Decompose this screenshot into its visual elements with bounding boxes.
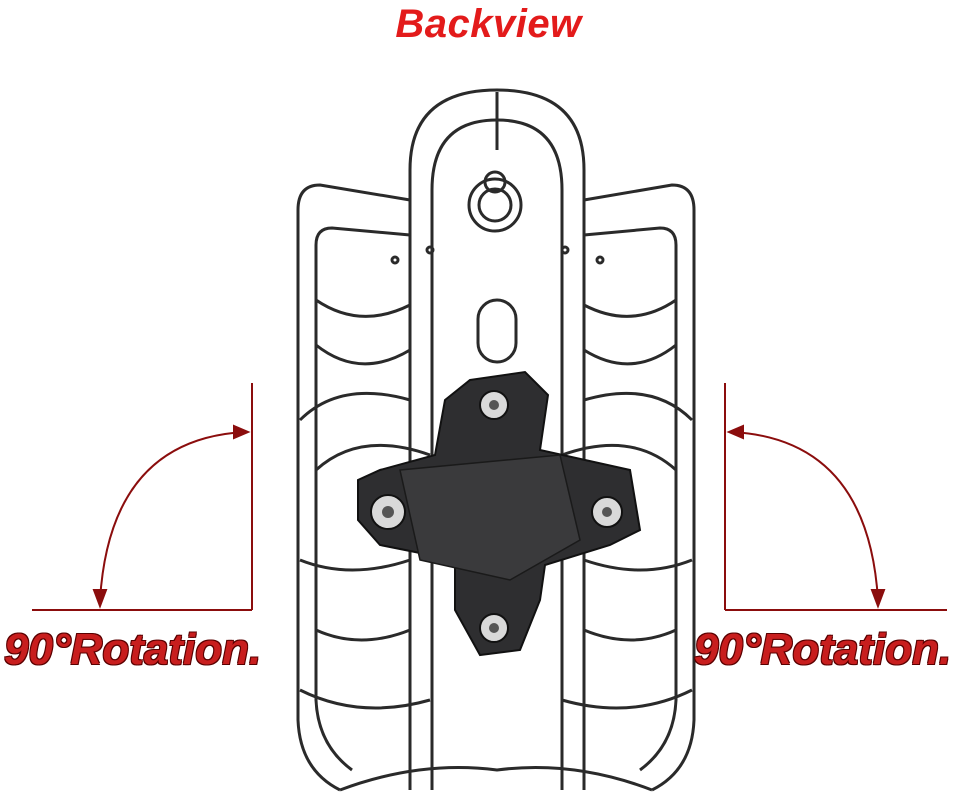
mount-plate xyxy=(357,370,642,657)
page-title: Backview xyxy=(395,2,582,46)
bottle-cage-outline xyxy=(296,88,696,792)
bolt-bottom xyxy=(479,613,509,643)
bolt-right xyxy=(591,496,623,528)
rotation-indicator-right xyxy=(724,383,947,611)
rotation-indicator-left xyxy=(32,383,253,611)
rotation-label-left: 90°Rotation. xyxy=(4,625,262,674)
bolt-top xyxy=(479,390,509,420)
rotation-label-right: 90°Rotation. xyxy=(694,625,952,674)
bolt-left xyxy=(370,494,406,530)
